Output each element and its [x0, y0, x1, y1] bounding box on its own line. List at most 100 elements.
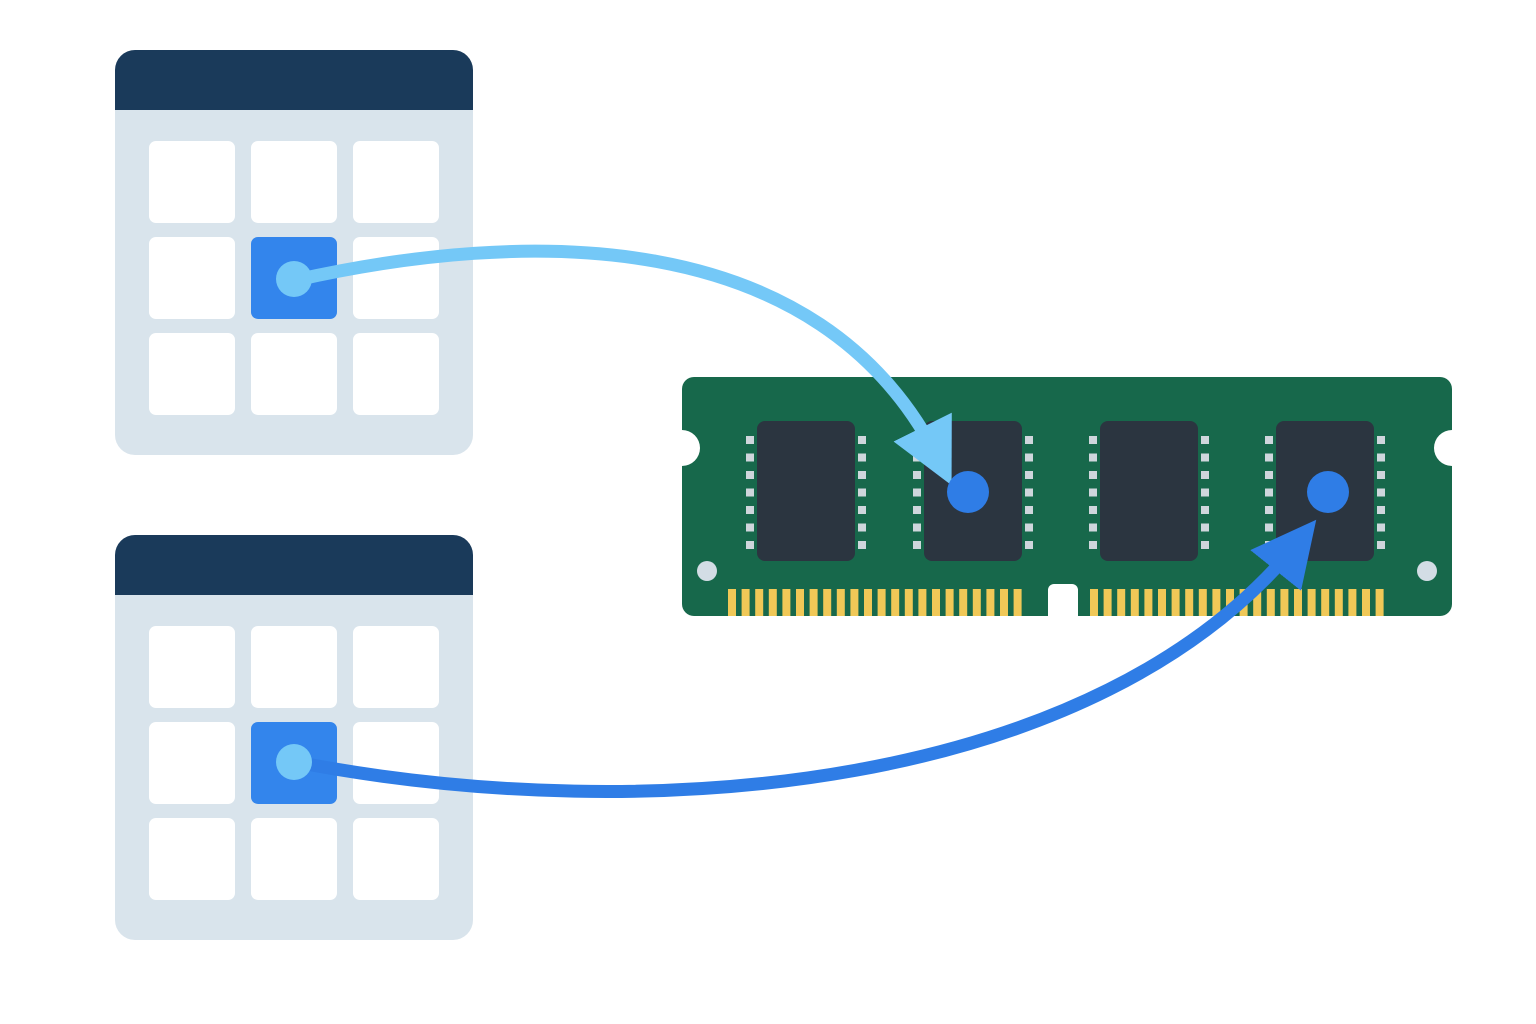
grid-cell — [149, 818, 235, 900]
chip-pin — [1025, 506, 1033, 514]
gold-contact — [728, 589, 736, 616]
chip-pin — [1089, 471, 1097, 479]
chip-pin — [858, 436, 866, 444]
chip-body — [1100, 421, 1198, 561]
grid-cell — [251, 626, 337, 708]
chip-pin — [913, 471, 921, 479]
gold-contact — [809, 589, 818, 616]
chip-pin — [1025, 436, 1033, 444]
gold-contact — [1253, 589, 1262, 616]
gold-contact — [741, 589, 750, 616]
gold-contact — [1185, 589, 1194, 616]
gold-contact — [768, 589, 777, 616]
grid-cell — [149, 333, 235, 415]
gold-contact — [1362, 589, 1370, 616]
gold-contact — [1130, 589, 1139, 616]
gold-contact — [904, 589, 913, 616]
gold-contact — [1334, 589, 1343, 616]
grid-cell — [353, 141, 439, 223]
chip-pin — [1377, 488, 1385, 497]
chip-pin — [1025, 523, 1033, 532]
chip-pin — [1089, 436, 1097, 444]
gold-contact — [1321, 589, 1330, 616]
grid-cell — [251, 141, 337, 223]
chip-pin — [858, 523, 866, 532]
gold-contact — [1348, 589, 1357, 616]
cell-grid — [149, 626, 439, 900]
chip-pin — [1265, 506, 1273, 514]
gold-contact — [864, 589, 872, 616]
chip-pin — [858, 488, 866, 497]
chip-pin — [1201, 488, 1209, 497]
chip-pin — [1089, 541, 1097, 549]
memory-chip — [1089, 421, 1209, 561]
gold-contact — [972, 589, 981, 616]
gold-contact — [1000, 589, 1008, 616]
chip-pin — [1377, 453, 1385, 462]
chip-pin — [913, 541, 921, 549]
chip-pin — [1201, 523, 1209, 532]
gold-contacts — [728, 589, 1384, 616]
gold-contact — [1307, 589, 1316, 616]
gold-contact — [986, 589, 995, 616]
chip-pin — [1377, 506, 1385, 514]
gold-contact — [1013, 589, 1022, 616]
chip-pin — [1025, 488, 1033, 497]
grid-cell — [149, 722, 235, 804]
chip-pin — [1265, 488, 1273, 497]
memory-chips — [746, 421, 1385, 561]
gold-contact — [1158, 589, 1166, 616]
grid-cell — [353, 333, 439, 415]
chip-pin — [746, 453, 754, 462]
chip-pin — [1265, 471, 1273, 479]
gold-contact — [1198, 589, 1207, 616]
gold-contact — [1171, 589, 1180, 616]
table-panel-bottom — [115, 535, 473, 940]
chip-pin — [858, 541, 866, 549]
chip-pin — [1201, 453, 1209, 462]
target-dot-chip-4 — [1307, 471, 1349, 513]
chip-pin — [858, 471, 866, 479]
chip-pin — [1201, 506, 1209, 514]
gold-contact — [1212, 589, 1221, 616]
chip-pin — [1377, 523, 1385, 532]
gold-contact — [1090, 589, 1098, 616]
grid-cell — [149, 626, 235, 708]
arrow-top-to-chip — [289, 244, 952, 486]
chip-pin — [858, 453, 866, 462]
gold-contact — [1103, 589, 1112, 616]
gold-contact — [1144, 589, 1153, 616]
gold-contact — [877, 589, 886, 616]
grid-cell — [353, 237, 439, 319]
chip-pin — [1377, 471, 1385, 479]
chip-pin — [1265, 436, 1273, 444]
gold-contact — [1117, 589, 1126, 616]
chip-pin — [1265, 453, 1273, 462]
gold-contact — [796, 589, 804, 616]
chip-pin — [1265, 523, 1273, 532]
arrow-bottom-to-chip — [289, 519, 1317, 798]
target-dot-chip-2 — [947, 471, 989, 513]
chip-pin — [1089, 453, 1097, 462]
chip-pin — [1201, 541, 1209, 549]
source-dot-top — [276, 261, 312, 297]
gold-contact — [1294, 589, 1302, 616]
chip-pin — [1089, 506, 1097, 514]
chip-pin — [1025, 471, 1033, 479]
memory-chip — [746, 421, 866, 561]
grid-cell — [251, 333, 337, 415]
mount-hole — [697, 561, 717, 581]
chip-pin — [1377, 436, 1385, 444]
grid-cell — [149, 141, 235, 223]
gold-contact — [945, 589, 954, 616]
chip-pin — [1025, 453, 1033, 462]
chip-pin — [858, 506, 866, 514]
gold-contact — [891, 589, 900, 616]
gold-contact — [918, 589, 927, 616]
gold-contact — [1226, 589, 1234, 616]
grid-cell — [353, 818, 439, 900]
gold-contact — [782, 589, 791, 616]
chip-pin — [1265, 541, 1273, 549]
gold-contact — [1266, 589, 1275, 616]
panel-header — [115, 535, 473, 595]
